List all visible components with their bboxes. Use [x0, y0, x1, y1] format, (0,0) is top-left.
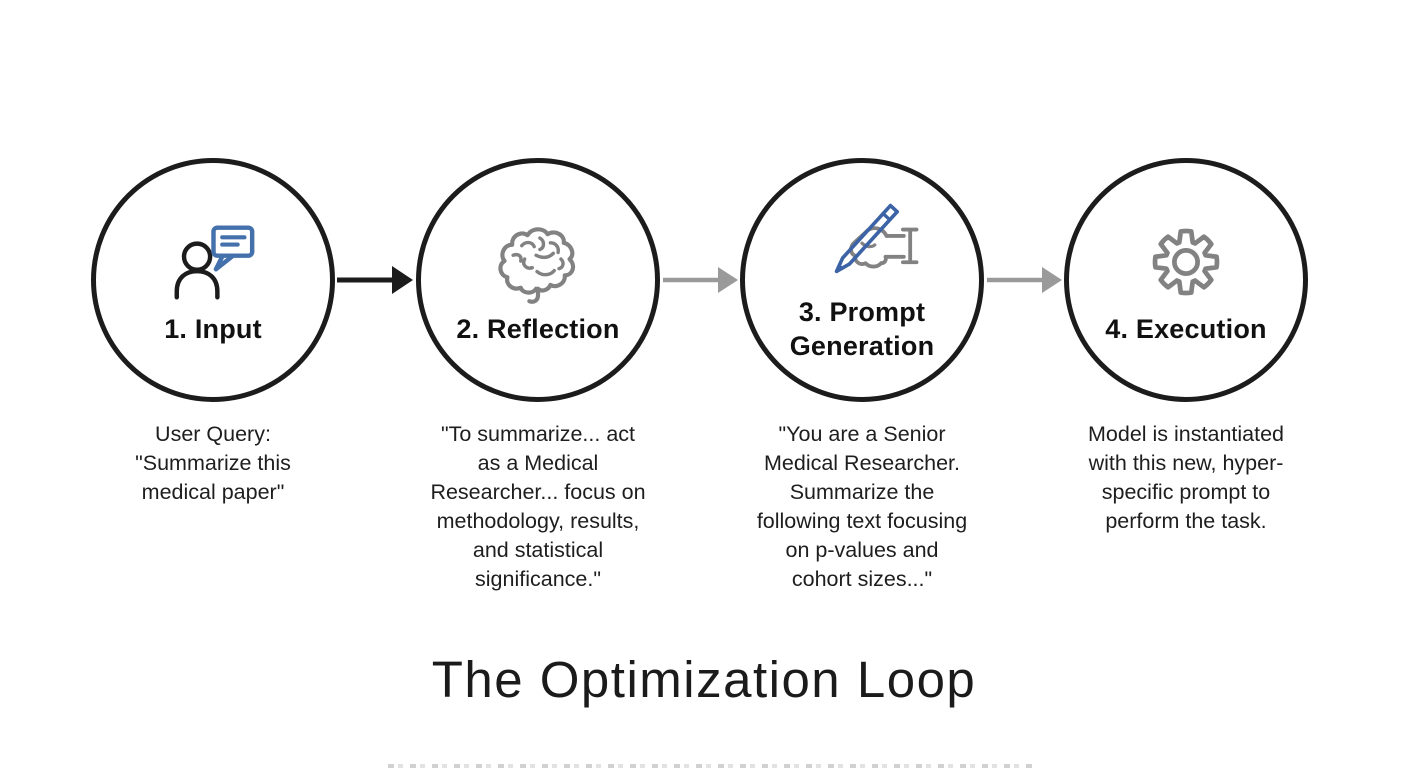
node-execution-circle: 4. Execution [1064, 158, 1308, 402]
node-label: 3. Prompt Generation [789, 297, 935, 361]
node-label: 1. Input [164, 314, 262, 345]
person-speech-bubble-icon [165, 213, 262, 305]
brain-icon [490, 213, 586, 305]
node-label: 2. Reflection [456, 314, 620, 345]
node-label: 4. Execution [1105, 314, 1267, 345]
arrow-prompt-to-execution [985, 258, 1067, 302]
caption-prompt-generation: "You are a Senior Medical Researcher. Su… [756, 422, 968, 591]
caption-reflection: "To summarize... act as a Medical Resear… [430, 422, 646, 591]
arrow-reflection-to-prompt [661, 258, 743, 302]
node-input-circle: 1. Input [91, 158, 335, 402]
arrow-input-to-reflection [335, 258, 417, 302]
gear-icon [1143, 213, 1229, 305]
caption-execution: Model is instantiated with this new, hyp… [1088, 422, 1284, 533]
diagram-title: The Optimization Loop [431, 651, 977, 708]
cutoff-text-strip [388, 764, 1036, 768]
caption-input: User Query: "Summarize this medical pape… [135, 422, 291, 504]
writing-hand-pencil-icon [802, 196, 922, 288]
node-prompt-generation-circle: 3. Prompt Generation [740, 158, 984, 402]
node-reflection-circle: 2. Reflection [416, 158, 660, 402]
